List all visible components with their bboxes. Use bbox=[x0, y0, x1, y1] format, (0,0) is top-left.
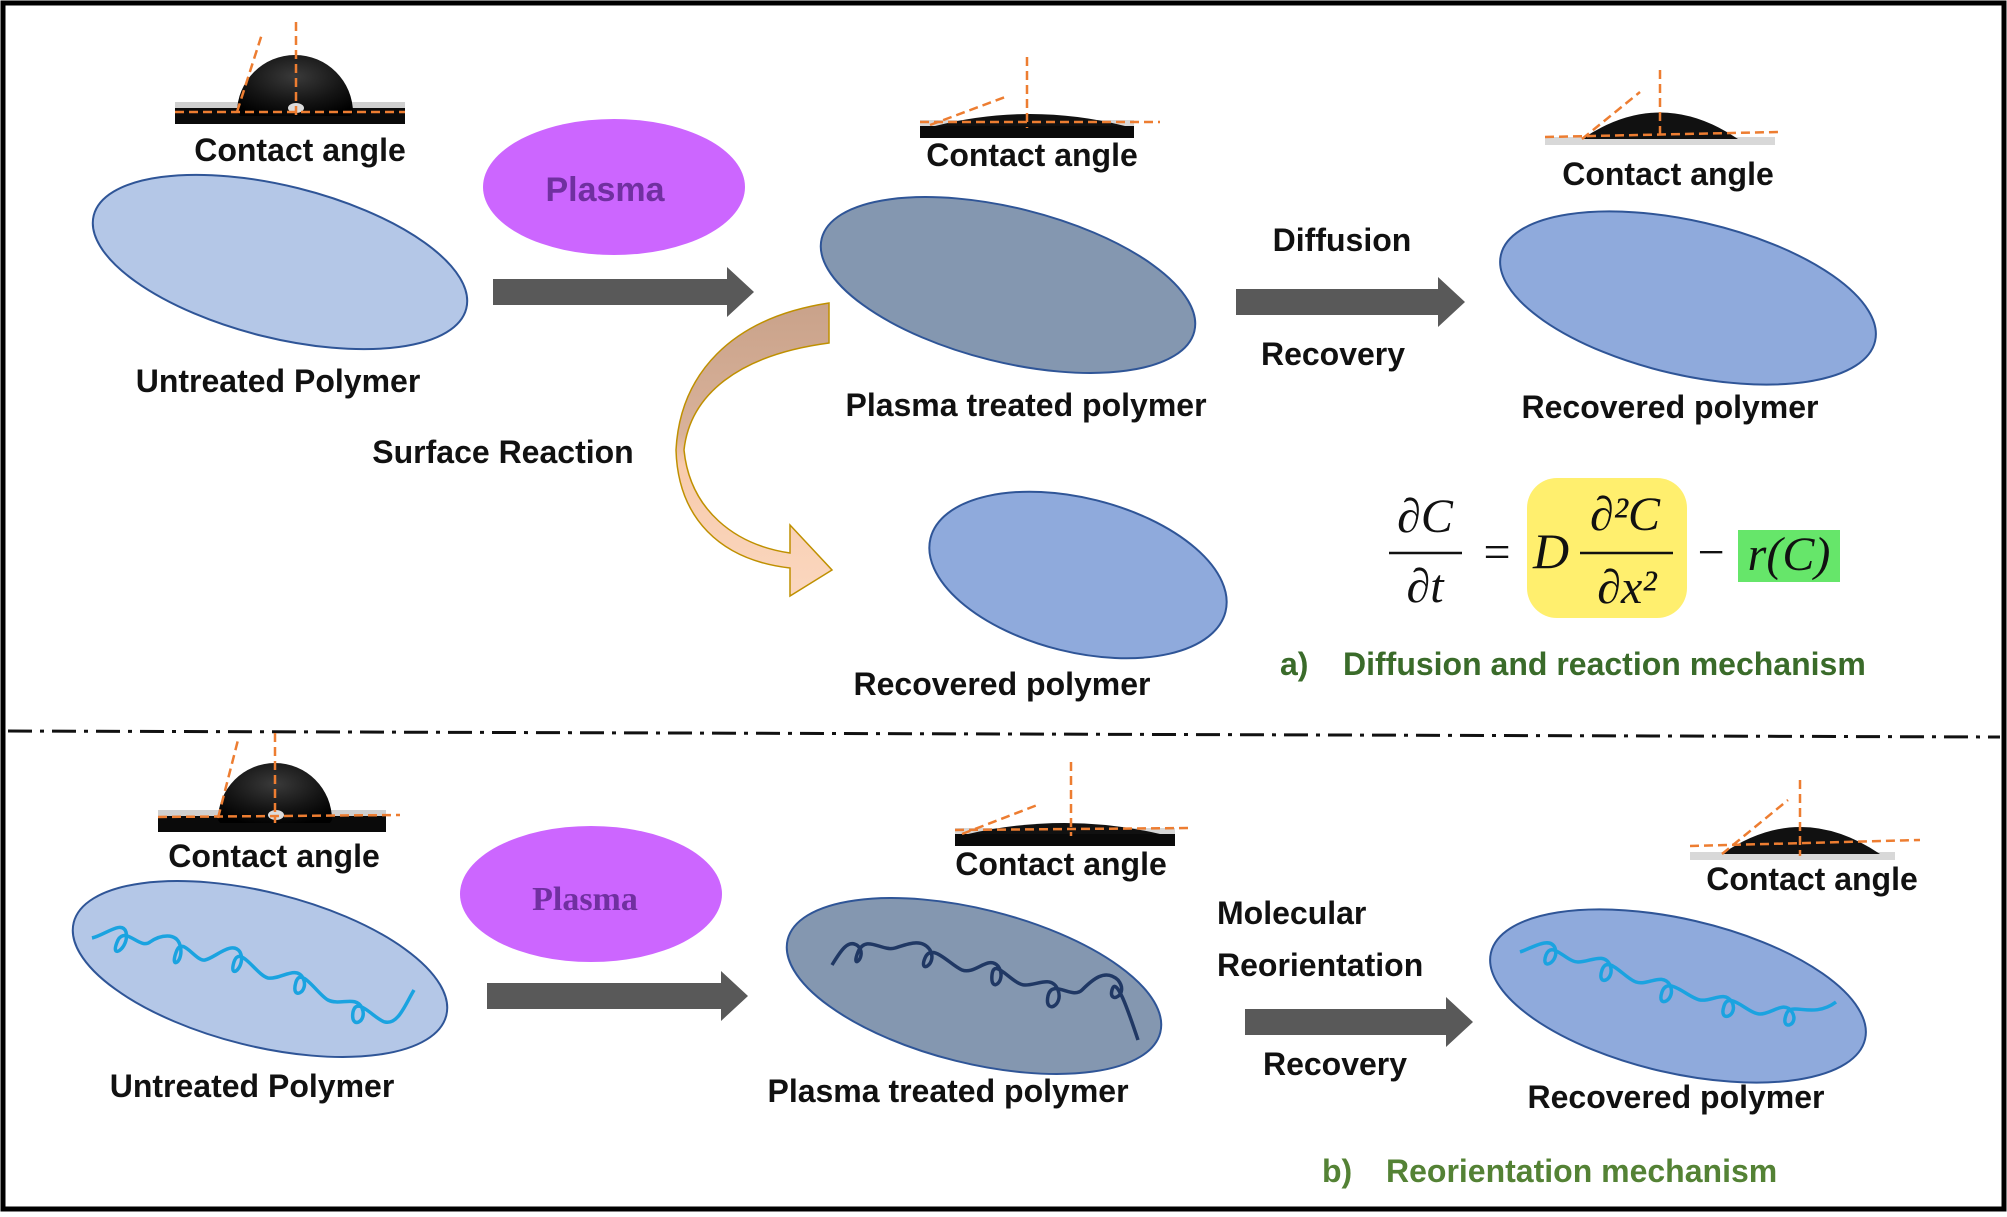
recovered-polymer-label-a2: Recovered polymer bbox=[853, 666, 1150, 702]
plasma-ellipse-b bbox=[460, 826, 722, 962]
reorientation-label: Reorientation bbox=[1217, 947, 1423, 983]
plasma-ellipse-a bbox=[483, 119, 745, 255]
equation-rhs-denominator: ∂x² bbox=[1597, 561, 1658, 614]
contact-angle-label-untreated-a: Contact angle bbox=[194, 132, 406, 168]
arrow-untreated-to-treated-a bbox=[493, 267, 754, 317]
contact-angle-label-treated-b: Contact angle bbox=[955, 846, 1167, 882]
droplet-image-untreated-b bbox=[157, 733, 401, 832]
polymer-chain-untreated-b bbox=[91, 925, 416, 1025]
droplet-image-recovered-b bbox=[1689, 780, 1921, 860]
droplet-image-untreated-a bbox=[175, 22, 405, 124]
arrow-treated-to-recovered-a bbox=[1236, 277, 1465, 327]
plasma-label-b: Plasma bbox=[532, 881, 638, 918]
recovered-polymer-ellipse-a1 bbox=[1499, 210, 1877, 386]
caption-letter-b: b) bbox=[1322, 1153, 1352, 1189]
recovered-polymer-ellipse-a2 bbox=[928, 490, 1228, 660]
panel-a: Contact angle Untreated Polymer Plasma S… bbox=[91, 22, 1877, 702]
equation-reaction-term: r(C) bbox=[1748, 528, 1831, 581]
caption-text-b: Reorientation mechanism bbox=[1386, 1153, 1777, 1189]
surface-reaction-label: Surface Reaction bbox=[372, 434, 633, 470]
polymer-chain-recovered-b bbox=[1519, 941, 1838, 1027]
recovery-label-b: Recovery bbox=[1263, 1046, 1407, 1082]
surface-reaction-curved-arrow bbox=[675, 302, 834, 598]
equation-highlight-yellow bbox=[1527, 478, 1687, 618]
panel-separator bbox=[7, 729, 2001, 739]
diffusion-label: Diffusion bbox=[1273, 222, 1412, 258]
contact-angle-label-recovered-a: Contact angle bbox=[1562, 156, 1774, 192]
arrow-treated-to-recovered-b bbox=[1245, 997, 1473, 1047]
equation-minus: − bbox=[1697, 526, 1724, 579]
equation-lhs-denominator: ∂t bbox=[1406, 560, 1445, 613]
contact-angle-label-treated-a: Contact angle bbox=[926, 137, 1138, 173]
recovered-polymer-label-a1: Recovered polymer bbox=[1521, 389, 1818, 425]
recovered-polymer-label-b: Recovered polymer bbox=[1527, 1079, 1824, 1115]
plasma-treated-polymer-label-a: Plasma treated polymer bbox=[845, 387, 1206, 423]
untreated-polymer-label-a: Untreated Polymer bbox=[136, 363, 421, 399]
caption-text-a: Diffusion and reaction mechanism bbox=[1343, 646, 1866, 682]
panel-b: Contact angle Untreated Polymer Plasma C… bbox=[71, 733, 1921, 1189]
equation-equals: = bbox=[1483, 526, 1510, 579]
plasma-treated-polymer-ellipse-b bbox=[785, 897, 1163, 1075]
molecular-label: Molecular bbox=[1217, 895, 1366, 931]
recovery-label-a: Recovery bbox=[1261, 336, 1405, 372]
equation-rhs-numerator: ∂²C bbox=[1590, 488, 1661, 541]
polymer-chain-treated-b bbox=[830, 941, 1140, 1041]
caption-letter-a: a) bbox=[1280, 646, 1308, 682]
plasma-label-a: Plasma bbox=[545, 171, 665, 209]
contact-angle-label-untreated-b: Contact angle bbox=[168, 838, 380, 874]
equation-lhs-numerator: ∂C bbox=[1397, 490, 1454, 543]
plasma-treated-polymer-ellipse-a bbox=[819, 196, 1197, 374]
diffusion-reaction-equation: ∂C ∂t = D ∂²C ∂x² − r(C) bbox=[1389, 478, 1840, 618]
droplet-image-treated-a bbox=[920, 57, 1160, 138]
arrow-untreated-to-treated-b bbox=[487, 971, 748, 1021]
equation-coefficient: D bbox=[1532, 523, 1569, 579]
droplet-image-treated-b bbox=[954, 762, 1191, 846]
untreated-polymer-ellipse-a bbox=[91, 173, 469, 351]
equation-highlight-green bbox=[1738, 530, 1840, 582]
untreated-polymer-label-b: Untreated Polymer bbox=[110, 1068, 395, 1104]
plasma-treated-polymer-label-b: Plasma treated polymer bbox=[767, 1073, 1128, 1109]
droplet-image-recovered-a bbox=[1544, 70, 1779, 145]
contact-angle-label-recovered-b: Contact angle bbox=[1706, 861, 1918, 897]
recovered-polymer-ellipse-b bbox=[1489, 908, 1867, 1084]
